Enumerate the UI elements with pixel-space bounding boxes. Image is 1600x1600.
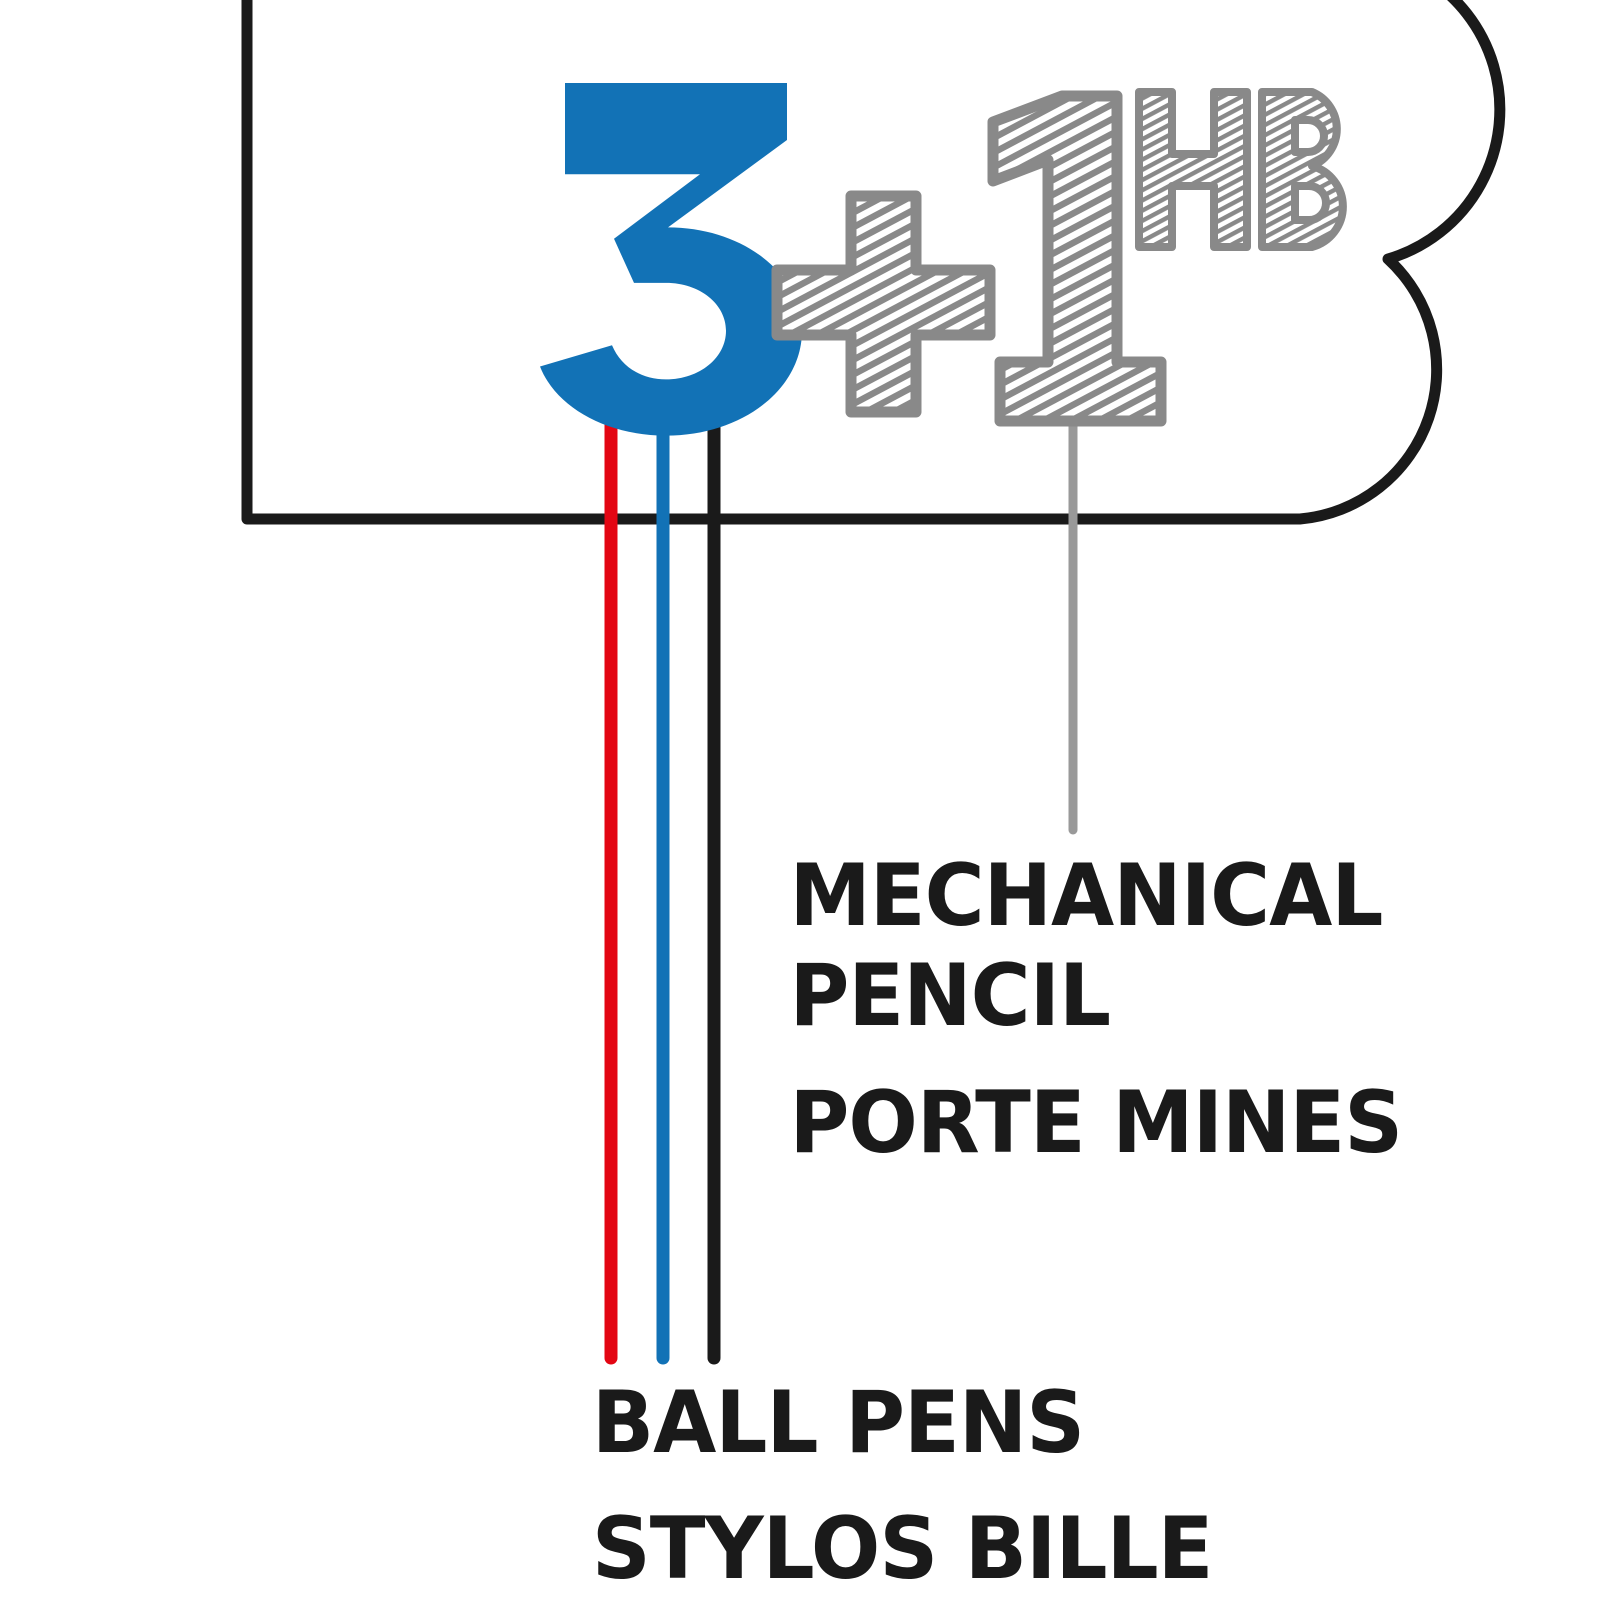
digit-one-sketch bbox=[987, 90, 1167, 427]
callout-mechanical-line1: MECHANICAL bbox=[789, 845, 1382, 945]
leader-lines-group bbox=[604, 371, 1078, 1365]
plus-sign-sketch bbox=[771, 190, 996, 418]
grade-letter-h-sketch bbox=[1135, 88, 1251, 251]
callout-mechanical-line2: PENCIL bbox=[789, 945, 1110, 1045]
callout-porte-mines: PORTE MINES bbox=[789, 1072, 1402, 1172]
callout-ball-pens-en: BALL PENS bbox=[592, 1372, 1084, 1472]
grade-letter-b-sketch bbox=[1258, 88, 1347, 251]
callout-mechanical-pencil: MECHANICAL PENCIL PORTE MINES bbox=[789, 845, 1403, 1172]
callout-ball-pens: BALL PENS STYLOS BILLE bbox=[592, 1372, 1214, 1598]
callout-stylos-bille-fr: STYLOS BILLE bbox=[592, 1498, 1213, 1598]
label-frame-border bbox=[241, 0, 1506, 525]
digit-three-primary bbox=[540, 83, 802, 436]
headline-group bbox=[540, 83, 1347, 436]
